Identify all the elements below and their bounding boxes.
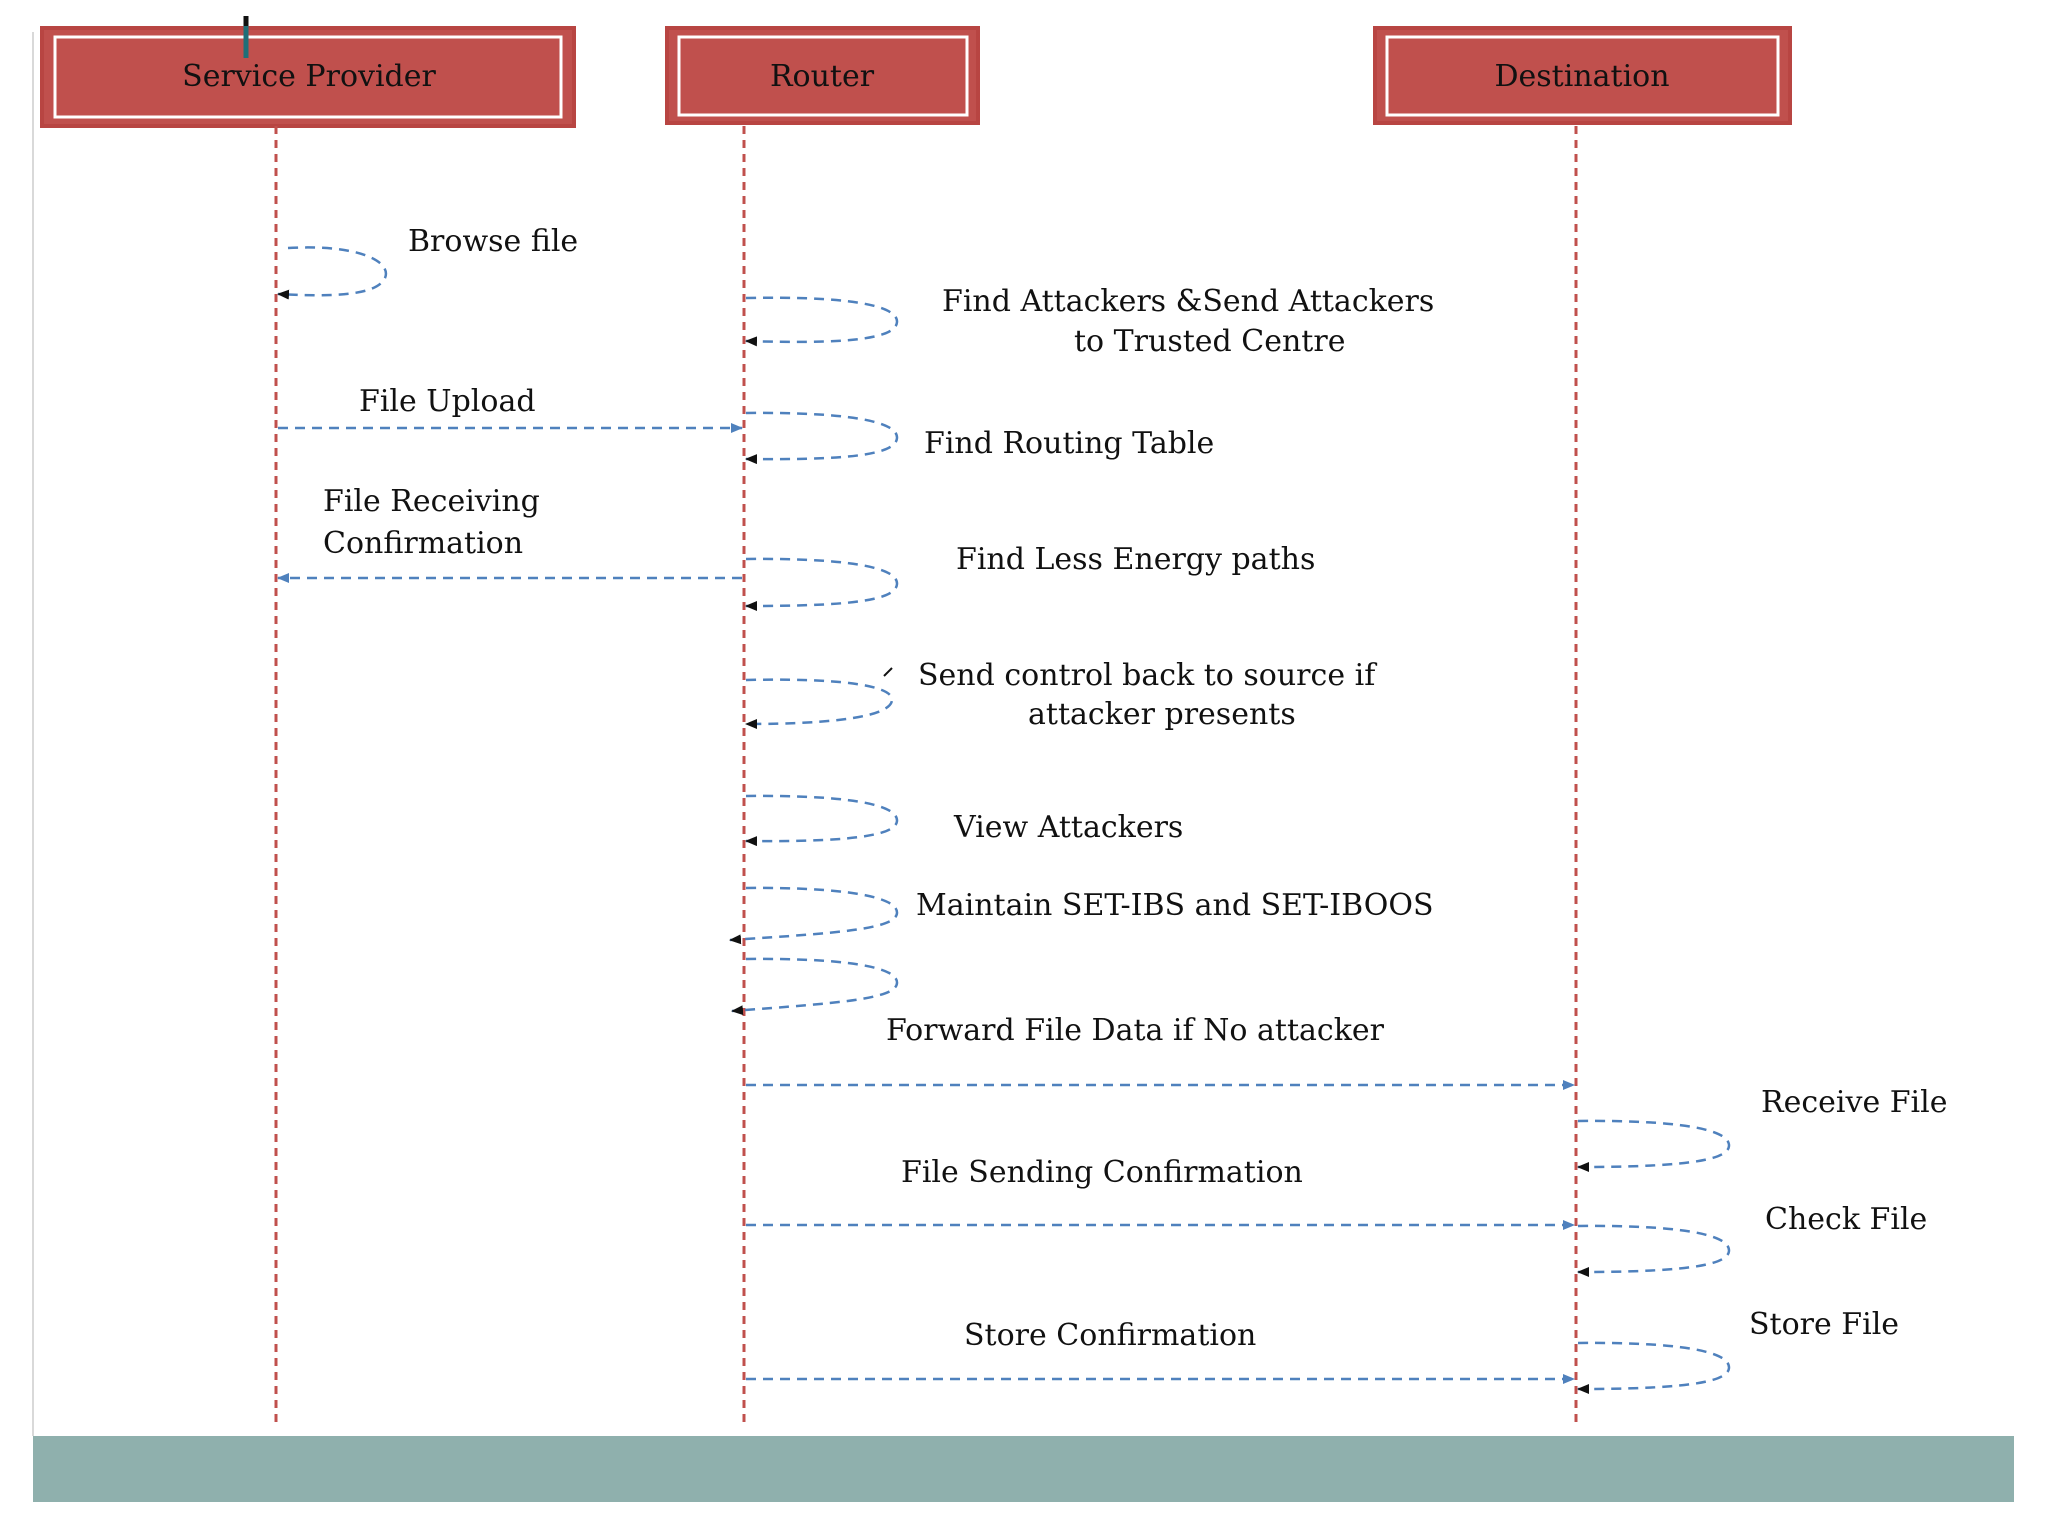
label-file-sending-confirmation: File Sending Confirmation	[901, 1155, 1303, 1190]
participant-router: Router	[665, 26, 980, 125]
self-loop-find-less-energy	[745, 557, 899, 611]
self-loop-browse-file	[277, 246, 388, 300]
self-loop-forward-file	[731, 957, 899, 1016]
label-send-control-line2: attacker presents	[1028, 697, 1296, 732]
label-send-control-line1: Send control back to source if	[918, 658, 1377, 693]
self-loop-send-control	[745, 678, 894, 729]
stray-mark	[883, 667, 893, 677]
label-receive-file: Receive File	[1761, 1085, 1948, 1120]
participant-label-service-provider: Service Provider	[182, 59, 436, 94]
label-find-less-energy: Find Less Energy paths	[956, 542, 1315, 577]
self-loop-store-file	[1577, 1341, 1731, 1394]
self-loop-maintain-set	[729, 886, 899, 945]
label-view-attackers: View Attackers	[953, 810, 1183, 845]
label-find-routing-table: Find Routing Table	[924, 426, 1214, 461]
self-loop-find-routing-table	[745, 411, 899, 465]
label-forward-file: Forward File Data if No attacker	[886, 1013, 1385, 1048]
footer-band	[33, 1436, 2014, 1502]
label-check-file: Check File	[1765, 1202, 1927, 1237]
self-loop-view-attackers	[745, 794, 899, 847]
participant-label-destination: Destination	[1494, 59, 1669, 94]
participant-destination: Destination	[1373, 26, 1792, 125]
label-browse-file: Browse file	[408, 224, 578, 259]
label-find-attackers-line2: to Trusted Centre	[1074, 324, 1345, 359]
label-find-attackers-line1: Find Attackers &Send Attackers	[942, 284, 1434, 319]
label-maintain-set: Maintain SET-IBS and SET-IBOOS	[916, 888, 1434, 923]
label-file-receiving-line1: File Receiving	[323, 484, 540, 519]
label-file-receiving-line2: Confirmation	[323, 526, 523, 561]
self-loop-find-attackers	[745, 296, 899, 347]
participant-service-provider: Service Provider	[40, 26, 576, 128]
label-file-upload: File Upload	[359, 384, 536, 419]
participant-label-router: Router	[770, 59, 875, 94]
self-loop-check-file	[1577, 1224, 1731, 1277]
self-loop-receive-file	[1577, 1119, 1731, 1172]
label-store-confirmation: Store Confirmation	[964, 1318, 1256, 1353]
label-store-file: Store File	[1749, 1307, 1899, 1342]
